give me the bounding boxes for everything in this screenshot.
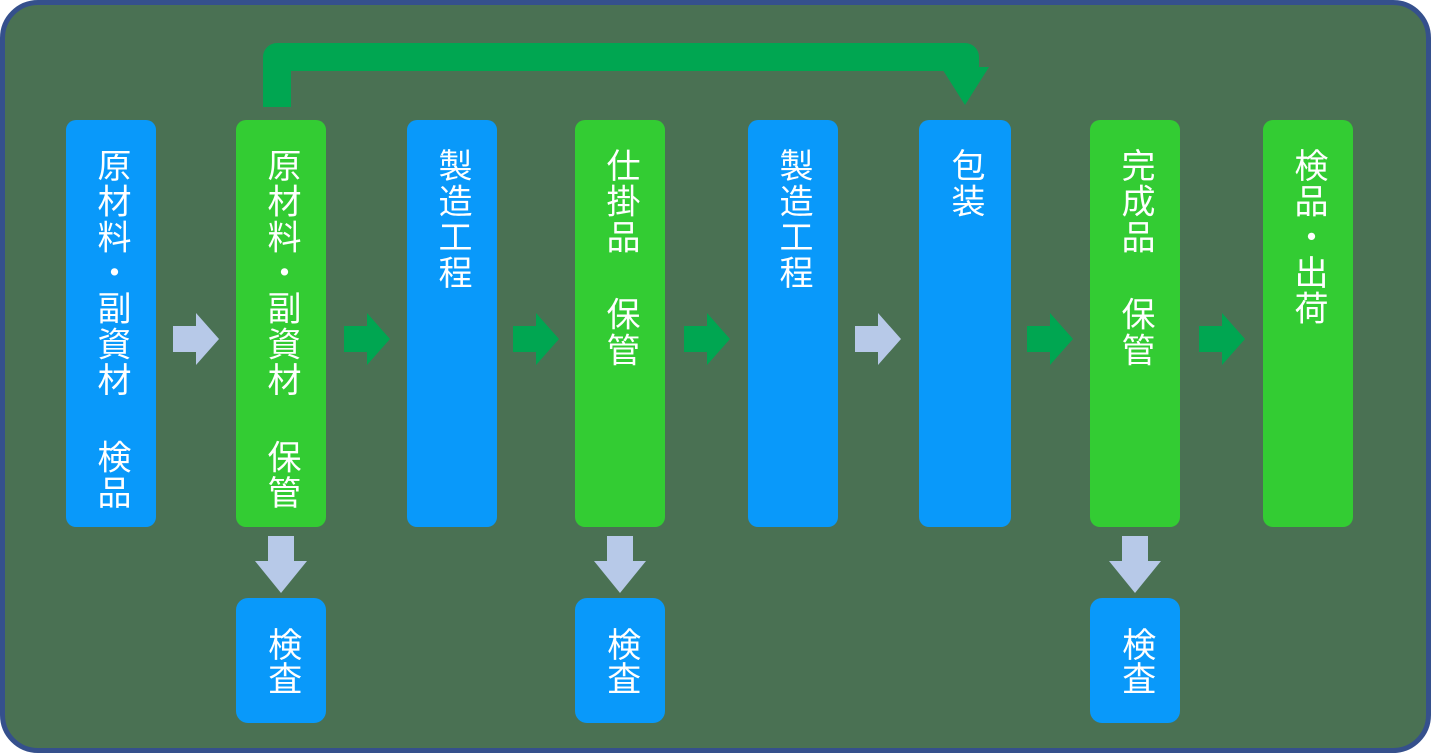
inspection-box-label: 検査 [1115,626,1156,695]
process-box-manufacturing-2: 製造工程 [748,120,838,527]
process-box-manufacturing-1: 製造工程 [407,120,497,527]
process-box-label: 原材料・副資材 保管 [261,148,302,511]
process-box-raw-material-storage: 原材料・副資材 保管 [236,120,326,527]
process-box-label: 原材料・副資材 検品 [91,148,132,511]
process-box-label: 包装 [945,148,986,220]
right-arrow-icon-2 [344,313,390,365]
inspection-box-label: 検査 [261,626,302,695]
inspection-box-label: 検査 [600,626,641,695]
down-arrow-icon-3 [1109,536,1161,593]
process-box-packaging: 包装 [919,120,1011,527]
process-box-inspection-shipping: 検品・出荷 [1263,120,1353,527]
right-arrow-icon-7 [1199,313,1245,365]
right-arrow-icon-3 [513,313,559,365]
right-arrow-icon-6 [1027,313,1073,365]
right-arrow-icon-5 [855,313,901,365]
process-box-wip-storage: 仕掛品 保管 [575,120,665,527]
right-arrow-icon-4 [684,313,730,365]
process-box-finished-goods-storage: 完成品 保管 [1090,120,1180,527]
feedback-loop-arrow [263,43,989,107]
process-box-label: 完成品 保管 [1115,148,1156,369]
process-box-label: 製造工程 [773,148,814,291]
inspection-box-1: 検査 [236,598,326,723]
process-box-label: 検品・出荷 [1288,148,1329,327]
process-box-raw-material-incoming-inspection: 原材料・副資材 検品 [66,120,156,527]
down-arrow-icon-2 [594,536,646,593]
down-arrow-icon-1 [255,536,307,593]
process-box-label: 製造工程 [432,148,473,291]
process-box-label: 仕掛品 保管 [600,148,641,369]
inspection-box-3: 検査 [1090,598,1180,723]
right-arrow-icon-1 [173,313,219,365]
inspection-box-2: 検査 [575,598,665,723]
